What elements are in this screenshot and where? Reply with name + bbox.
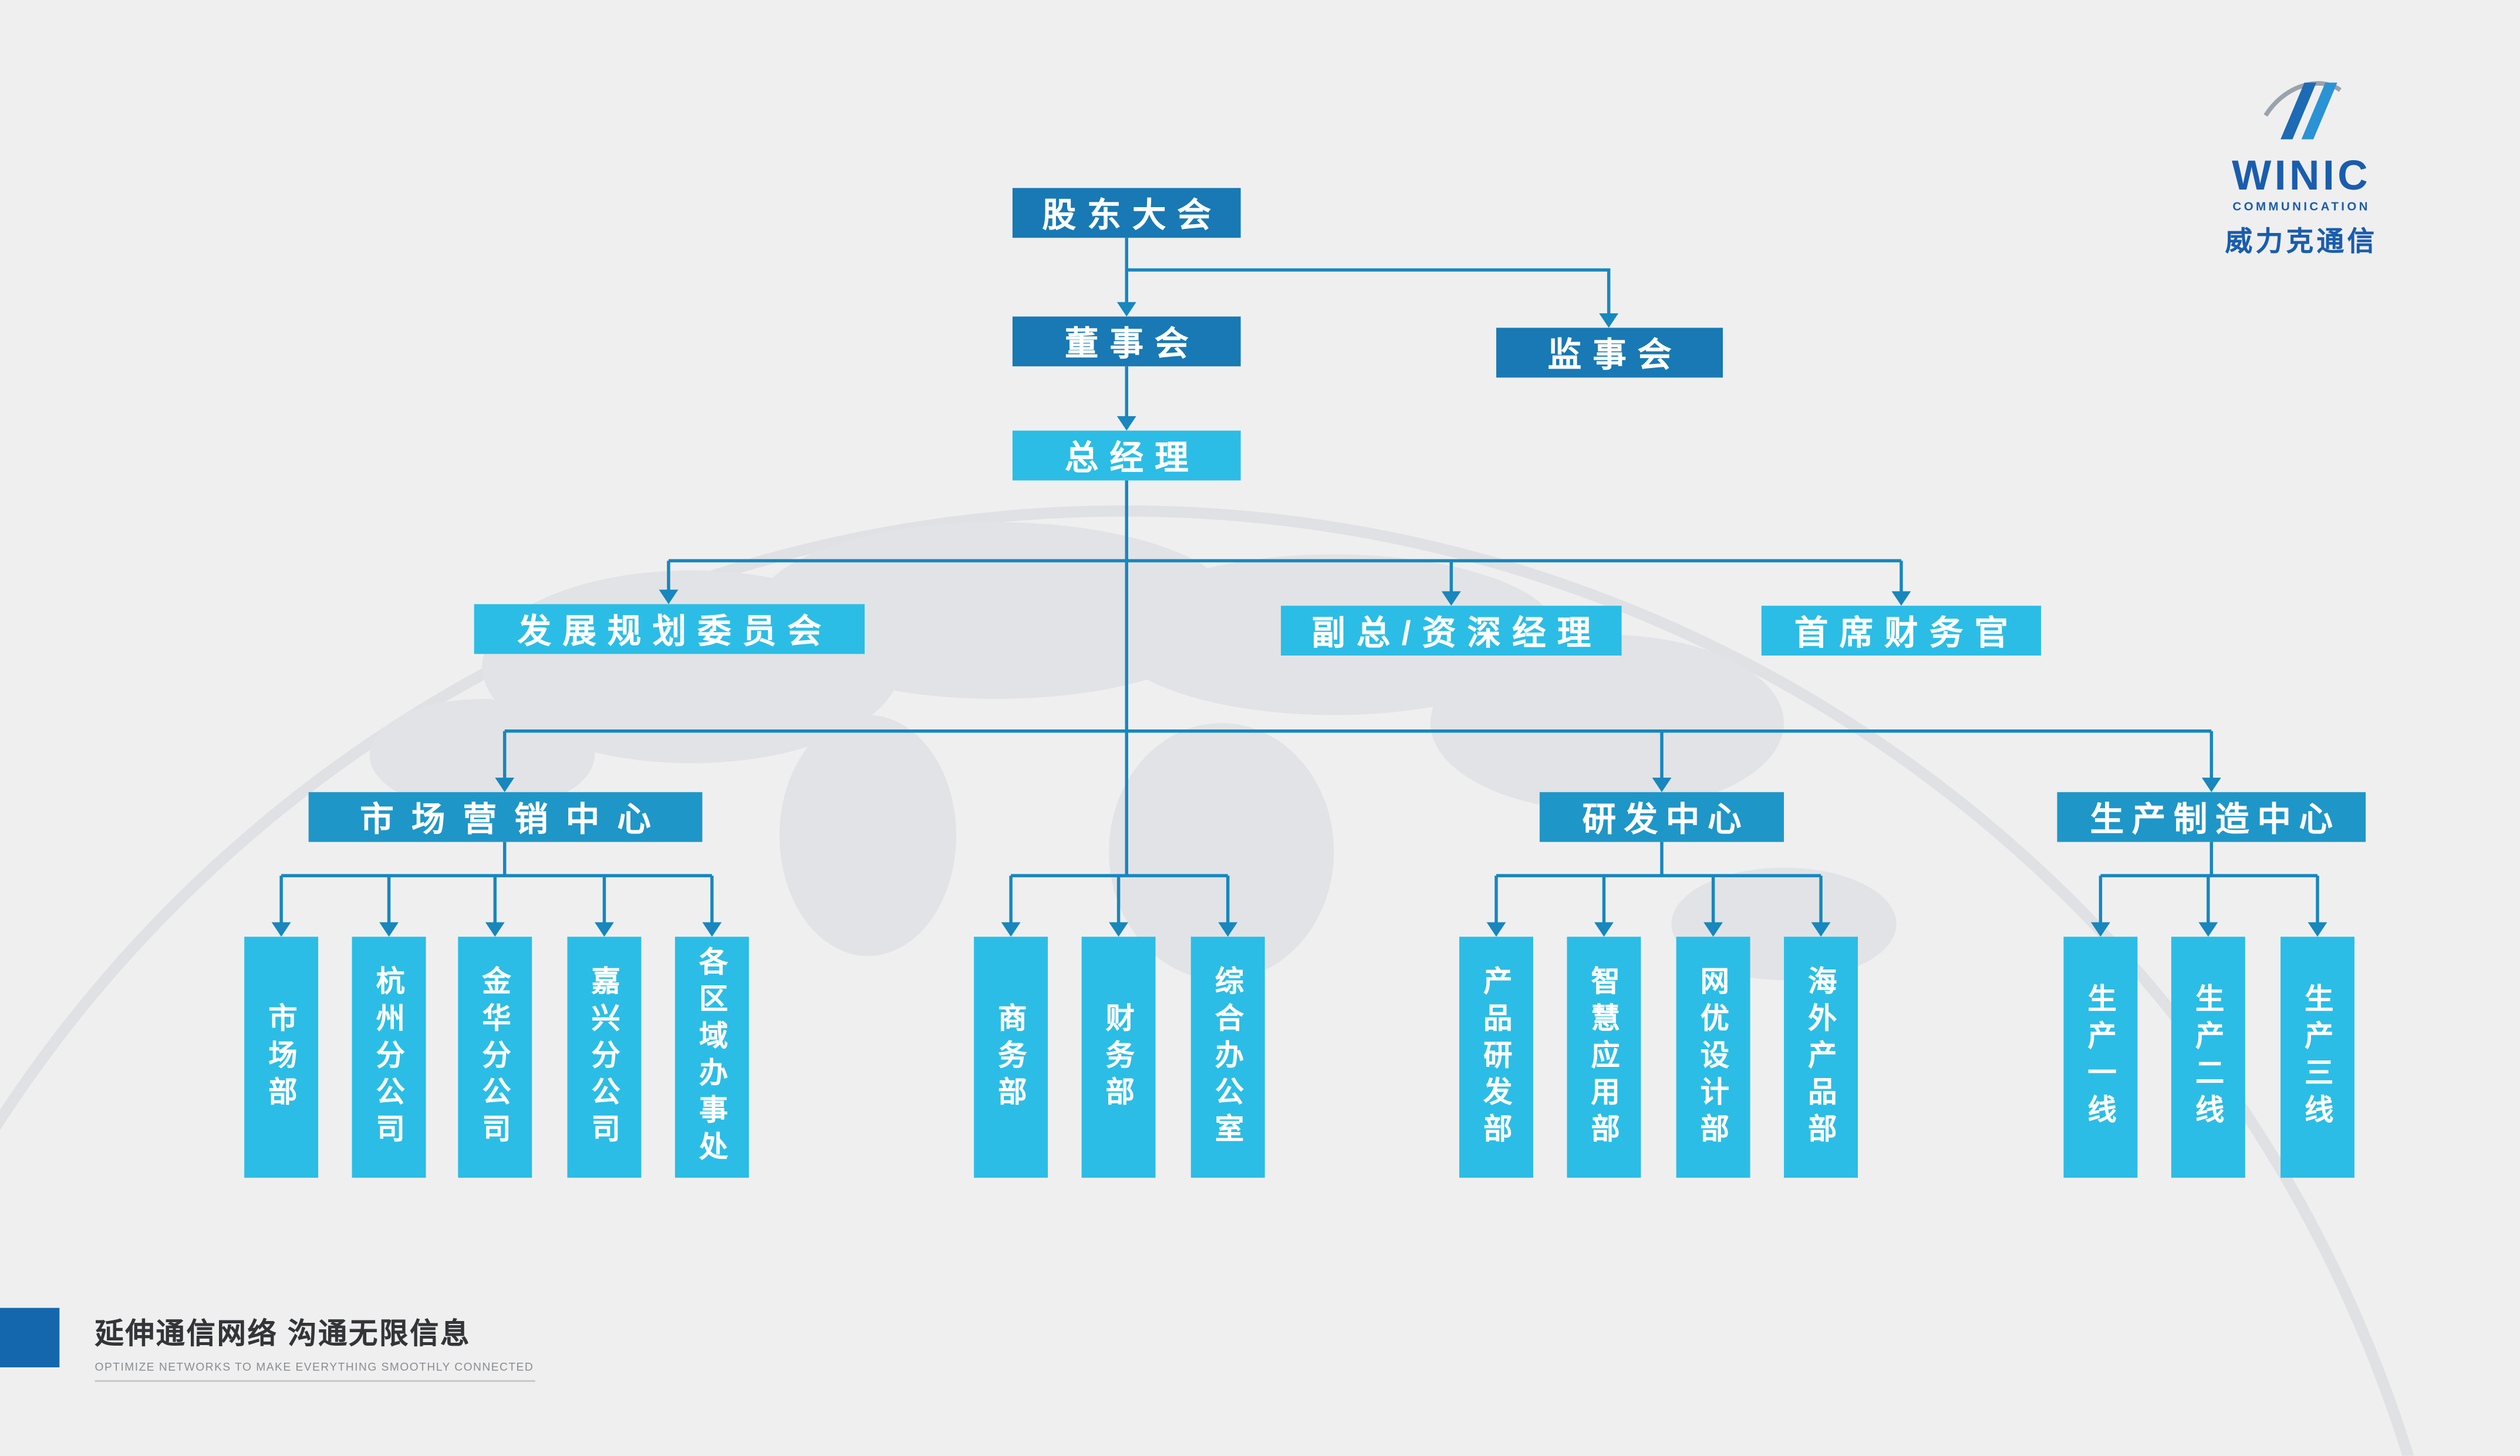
- dept-production-line-3: 生产三线: [2281, 937, 2354, 1178]
- org-node-rnd-center: 研发中心: [1539, 792, 1784, 842]
- org-node-cfo: 首席财务官: [1761, 606, 2042, 656]
- dept-hangzhou-branch: 杭州分公司: [352, 937, 426, 1178]
- dept-business: 商务部: [974, 937, 1048, 1178]
- org-node-deputy-senior-manager: 副总/资深经理: [1281, 606, 1622, 656]
- dept-production-line-2: 生产二线: [2171, 937, 2245, 1178]
- org-node-development-planning-committee: 发展规划委员会: [474, 604, 865, 654]
- dept-marketing: 市场部: [244, 937, 319, 1178]
- org-node-shareholders-meeting: 股东大会: [1012, 188, 1241, 238]
- org-node-production-center: 生产制造中心: [2057, 792, 2366, 842]
- dept-product-rnd: 产品研发部: [1459, 937, 1533, 1178]
- footer-slogan-english: OPTIMIZE NETWORKS TO MAKE EVERYTHING SMO…: [95, 1363, 535, 1382]
- dept-jiaxing-branch: 嘉兴分公司: [567, 937, 642, 1178]
- footer-slogan-chinese: 延伸通信网络 沟通无限信息: [95, 1318, 471, 1350]
- dept-regional-offices: 各区域办事处: [674, 937, 749, 1178]
- org-node-board-of-directors: 董事会: [1012, 316, 1241, 367]
- company-logo: WINIC COMMUNICATION 威力克通信: [2198, 70, 2404, 259]
- org-node-marketing-center: 市场营销中心: [308, 792, 703, 842]
- logo-chinese-name: 威力克通信: [2225, 227, 2378, 258]
- logo-brand-text: WINIC: [2232, 151, 2371, 200]
- dept-jinhua-branch: 金华分公司: [458, 937, 532, 1178]
- dept-production-line-1: 生产一线: [2063, 937, 2138, 1178]
- org-node-general-manager: 总经理: [1012, 430, 1241, 481]
- footer-slogan: 延伸通信网络 沟通无限信息 OPTIMIZE NETWORKS TO MAKE …: [95, 1311, 535, 1382]
- dept-overseas-products: 海外产品部: [1784, 937, 1858, 1178]
- org-node-supervisory-board: 监事会: [1496, 327, 1723, 378]
- dept-finance: 财务部: [1081, 937, 1156, 1178]
- logo-sub-text: COMMUNICATION: [2232, 200, 2370, 214]
- footer-accent-square: [0, 1308, 60, 1367]
- dept-smart-application: 智慧应用部: [1567, 937, 1641, 1178]
- dept-network-optimization-design: 网优设计部: [1676, 937, 1750, 1178]
- dept-general-office: 综合办公室: [1190, 937, 1265, 1178]
- winic-logo-icon: [2263, 81, 2342, 140]
